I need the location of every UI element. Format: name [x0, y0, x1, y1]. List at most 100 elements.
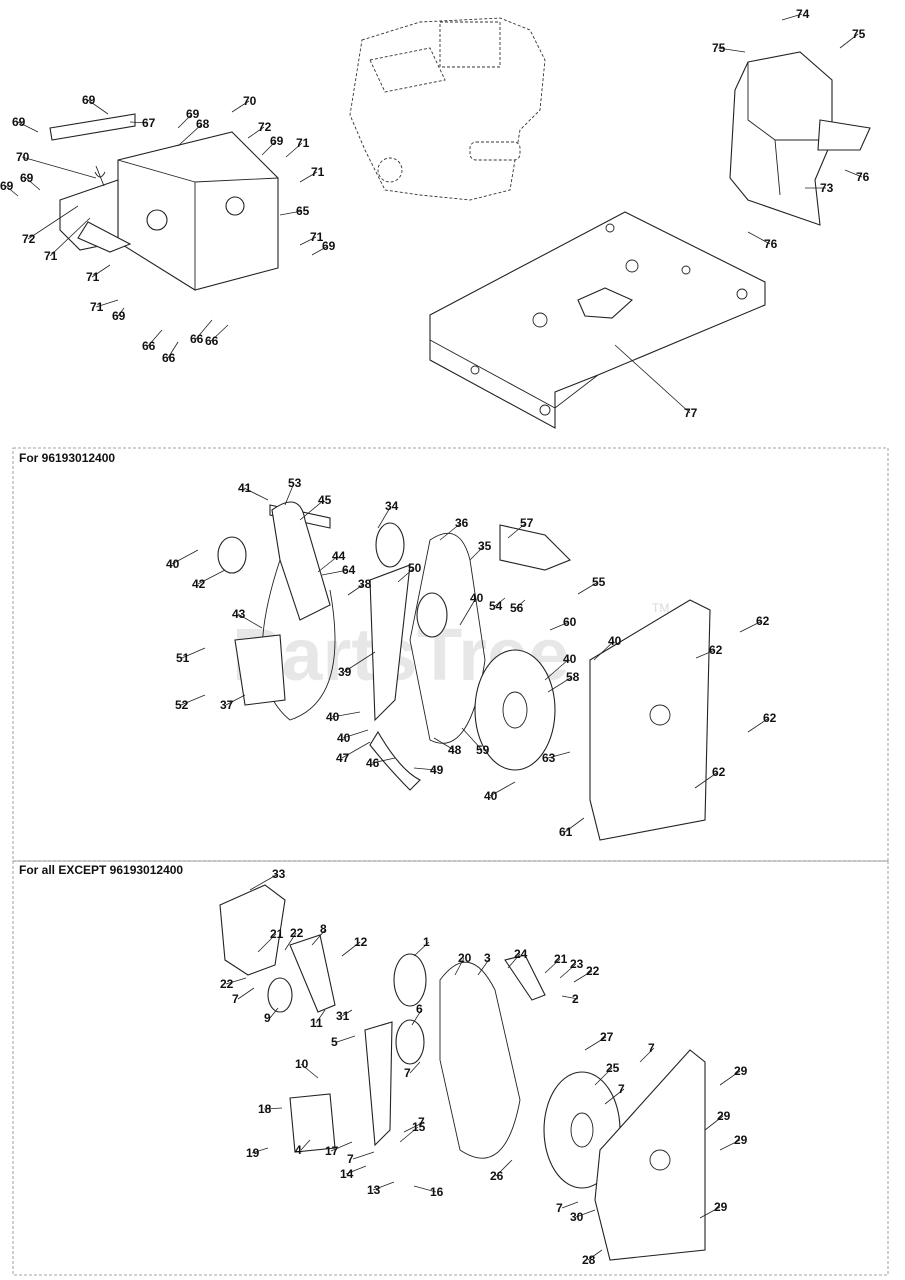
leader-line-c33 — [249, 873, 279, 891]
leader-line-c42 — [197, 569, 226, 585]
leader-line-c40c — [593, 640, 615, 661]
leader-line-c7c — [409, 1061, 421, 1074]
leader-line-c69a — [87, 99, 109, 115]
callout-label-59: 59 — [476, 743, 490, 757]
watermark-tm: TM — [652, 601, 669, 615]
leader-line-c22a — [284, 932, 297, 951]
callout-label-60: 60 — [563, 615, 577, 629]
callout-label-23: 23 — [570, 957, 584, 971]
leader-line-c70b — [21, 156, 97, 179]
callout-label-17: 17 — [325, 1144, 339, 1158]
leader-line-c63 — [547, 751, 571, 759]
callout-label-7: 7 — [648, 1041, 655, 1055]
callout-label-11: 11 — [310, 1016, 323, 1030]
callout-label-47: 47 — [336, 751, 350, 765]
leader-line-c52 — [180, 694, 206, 706]
leader-line-c55 — [577, 581, 599, 595]
leader-line-c7g — [561, 1201, 579, 1209]
leader-line-c40g — [489, 781, 516, 797]
leader-line-c69c — [177, 113, 193, 129]
callout-label-51: 51 — [176, 651, 190, 665]
leader-line-c38 — [347, 583, 365, 596]
callout-label-30: 30 — [570, 1210, 584, 1224]
callout-label-66: 66 — [162, 351, 176, 365]
leader-line-c61 — [564, 817, 585, 833]
leader-line-c71f — [95, 299, 119, 308]
callout-label-37: 37 — [220, 698, 234, 712]
leader-line-c71d — [299, 236, 317, 246]
leader-line-c27 — [584, 1036, 607, 1051]
callout-label-4: 4 — [295, 1143, 302, 1157]
callout-label-66: 66 — [190, 332, 204, 346]
callout-label-76: 76 — [856, 170, 870, 184]
callout-label-70: 70 — [243, 94, 257, 108]
leader-line-c37 — [225, 694, 246, 706]
leader-line-c71e — [91, 264, 111, 278]
leader-line-c14 — [345, 1165, 367, 1175]
leader-line-c20 — [454, 957, 465, 976]
callout-label-75: 75 — [712, 41, 726, 55]
callout-label-13: 13 — [367, 1183, 381, 1197]
section-2-parts — [219, 884, 706, 1261]
leader-line-c31 — [341, 1009, 353, 1017]
leader-line-c1 — [413, 941, 430, 957]
callout-label-26: 26 — [490, 1169, 504, 1183]
callout-label-50: 50 — [408, 561, 422, 575]
callout-label-68: 68 — [196, 117, 210, 131]
leader-line-c11 — [315, 1009, 326, 1024]
callout-label-18: 18 — [258, 1102, 272, 1116]
callout-label-28: 28 — [582, 1253, 596, 1267]
callout-label-8: 8 — [320, 922, 327, 936]
leader-line-c34 — [377, 505, 392, 529]
leader-line-c75a — [717, 47, 746, 53]
callout-label-7: 7 — [347, 1152, 354, 1166]
callout-label-62: 62 — [709, 643, 723, 657]
leader-line-c64 — [321, 569, 349, 576]
callout-label-22: 22 — [586, 964, 600, 978]
leader-line-c62c — [747, 717, 770, 733]
callout-label-6: 6 — [416, 1002, 423, 1016]
leader-line-c46 — [371, 757, 396, 764]
callout-label-72: 72 — [22, 232, 36, 246]
leader-line-c40f — [342, 729, 369, 739]
callout-label-9: 9 — [264, 1011, 271, 1025]
callout-label-22: 22 — [220, 977, 234, 991]
leader-line-c47 — [341, 741, 371, 759]
leader-line-c15 — [399, 1126, 419, 1143]
callout-label-36: 36 — [455, 516, 469, 530]
leader-line-c67 — [129, 121, 149, 124]
leader-line-c22c — [225, 977, 247, 985]
leader-line-c51 — [181, 647, 206, 659]
callout-label-7: 7 — [404, 1066, 411, 1080]
callout-label-67: 67 — [142, 116, 156, 130]
leader-line-c57 — [507, 522, 527, 539]
leader-line-c48 — [433, 737, 455, 751]
callout-label-75: 75 — [852, 27, 866, 41]
callout-label-66: 66 — [142, 339, 156, 353]
callout-label-25: 25 — [606, 1061, 620, 1075]
callout-label-45: 45 — [318, 493, 332, 507]
callout-label-14: 14 — [340, 1167, 354, 1181]
section-1-parts — [217, 501, 711, 841]
leader-line-c66c — [167, 341, 179, 359]
callout-label-21: 21 — [554, 952, 568, 966]
callout-label-22: 22 — [290, 926, 304, 940]
callout-label-10: 10 — [295, 1057, 309, 1071]
callout-label-29: 29 — [734, 1133, 748, 1147]
leader-line-c71c — [49, 217, 91, 257]
leader-line-c66a — [147, 329, 163, 347]
leader-line-c72a — [247, 126, 265, 139]
leader-line-c71a — [285, 142, 303, 158]
callout-label-71: 71 — [310, 230, 324, 244]
callout-label-69: 69 — [0, 179, 14, 193]
leader-line-c13 — [372, 1181, 395, 1191]
callout-label-55: 55 — [592, 575, 606, 589]
callout-label-34: 34 — [385, 499, 399, 513]
callout-label-5: 5 — [331, 1035, 338, 1049]
leader-line-c69h — [117, 307, 125, 317]
leader-line-c43 — [237, 613, 263, 629]
callout-label-77: 77 — [684, 406, 698, 420]
leader-line-c53 — [284, 482, 295, 506]
callout-label-69: 69 — [186, 107, 200, 121]
leader-line-c58 — [547, 676, 573, 693]
